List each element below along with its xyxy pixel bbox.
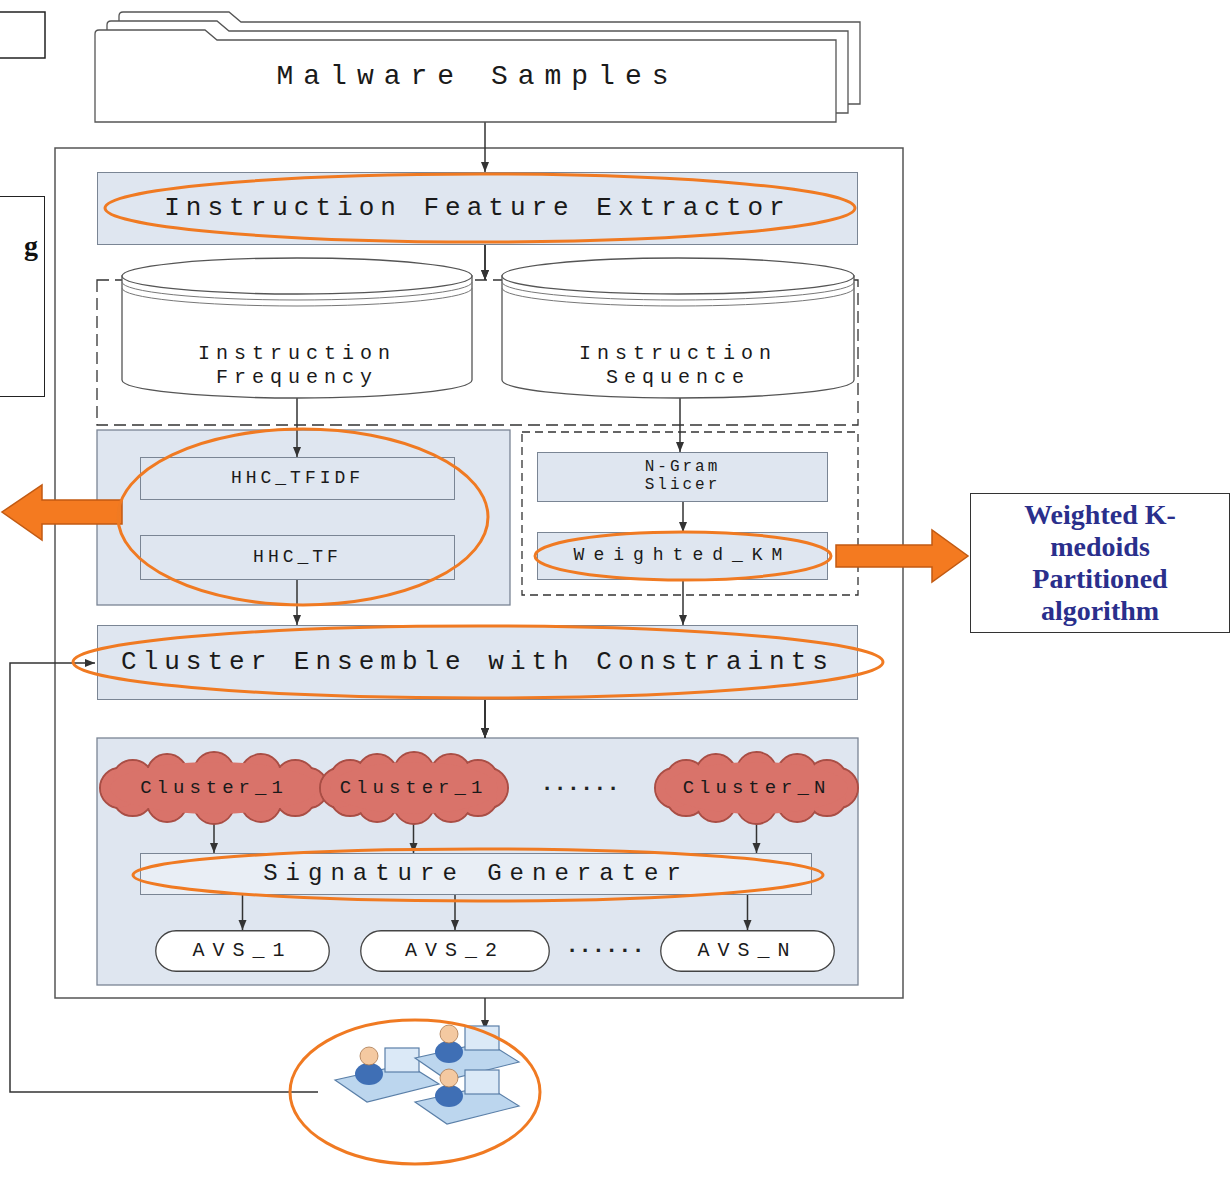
connector: [296, 580, 298, 625]
connector: [484, 245, 486, 280]
cluster-cloud: Cluster_N: [655, 752, 858, 824]
process-box: Instruction Feature Extractor: [97, 172, 858, 245]
node-text: Weighted_KM: [574, 545, 792, 567]
connector: [454, 895, 456, 930]
connector: [296, 398, 298, 457]
block-arrow: [836, 530, 968, 582]
ellipsis-label: ......: [540, 772, 620, 798]
ellipsis-label: ......: [565, 934, 645, 960]
connector: [484, 700, 486, 738]
highlight-ellipse: [133, 849, 823, 901]
connector: [484, 700, 486, 738]
callout-box: Weighted K-medoids Partitioned algorithm: [970, 493, 1230, 633]
sequence-panel: [522, 432, 858, 595]
signature-oval: AVS_1: [155, 930, 330, 972]
node-text: HHC_TFIDF: [231, 468, 364, 490]
highlight-ellipse: [290, 1020, 540, 1164]
node-text: Weighted K-medoids Partitioned algorithm: [1000, 499, 1200, 628]
output-line: [484, 998, 486, 1030]
process-box: Signature Generater: [140, 853, 812, 895]
analysts-icon: [335, 1025, 519, 1124]
connector: [679, 398, 681, 452]
highlight-ellipse: [535, 532, 831, 580]
cut-callout-box: [0, 12, 45, 58]
connector: [682, 502, 684, 532]
node-text: Instruction Sequence: [558, 342, 798, 390]
cluster-panel: [97, 738, 858, 985]
process-box: Weighted_KM: [537, 532, 828, 580]
node-text: HHC_TF: [253, 547, 342, 569]
connector: [484, 245, 486, 280]
signature-oval: AVS_2: [360, 930, 550, 972]
connector: [756, 824, 758, 853]
connector: [682, 580, 684, 625]
node-text: Signature Generater: [263, 860, 689, 889]
hhc-panel: [97, 430, 510, 605]
data-store: Instruction Frequency: [122, 258, 472, 398]
connector: [484, 122, 486, 172]
node-text: Instruction Feature Extractor: [164, 193, 790, 224]
system-frame: [55, 148, 903, 998]
cut-callout-box: g: [0, 196, 45, 397]
orange-block-arrow: [2, 485, 122, 540]
process-box: Cluster Ensemble with Constraints: [97, 625, 858, 700]
highlight-ellipse: [105, 174, 855, 242]
node-text: AVS_N: [697, 939, 797, 963]
node-text: g: [24, 229, 38, 263]
node-text: Instruction Frequency: [177, 342, 417, 390]
cluster-cloud: Cluster_1: [100, 752, 328, 824]
node-text: Cluster_1: [340, 777, 488, 800]
input-folder: Malware Samples: [95, 12, 860, 122]
connector: [213, 824, 215, 853]
data-store: Instruction Sequence: [502, 258, 854, 398]
cluster-cloud: Cluster_1: [320, 752, 508, 824]
node-text: Cluster_1: [140, 777, 288, 800]
node-text: Cluster Ensemble with Constraints: [121, 647, 834, 678]
connector: [413, 824, 415, 853]
node-text: Cluster_N: [683, 777, 831, 800]
node-text: Malware Samples: [276, 60, 678, 94]
connector: [484, 700, 486, 738]
process-box: HHC_TF: [140, 535, 455, 580]
node-text: AVS_2: [405, 939, 505, 963]
node-text: N-Gram Slicer: [623, 459, 743, 494]
node-text: AVS_1: [192, 939, 292, 963]
highlight-ellipse: [118, 429, 488, 605]
signature-oval: AVS_N: [660, 930, 835, 972]
connector: [747, 895, 749, 930]
highlight-ellipse: [73, 626, 883, 698]
process-box: HHC_TFIDF: [140, 457, 455, 500]
process-box: N-Gram Slicer: [537, 452, 828, 502]
connector: [242, 895, 244, 930]
